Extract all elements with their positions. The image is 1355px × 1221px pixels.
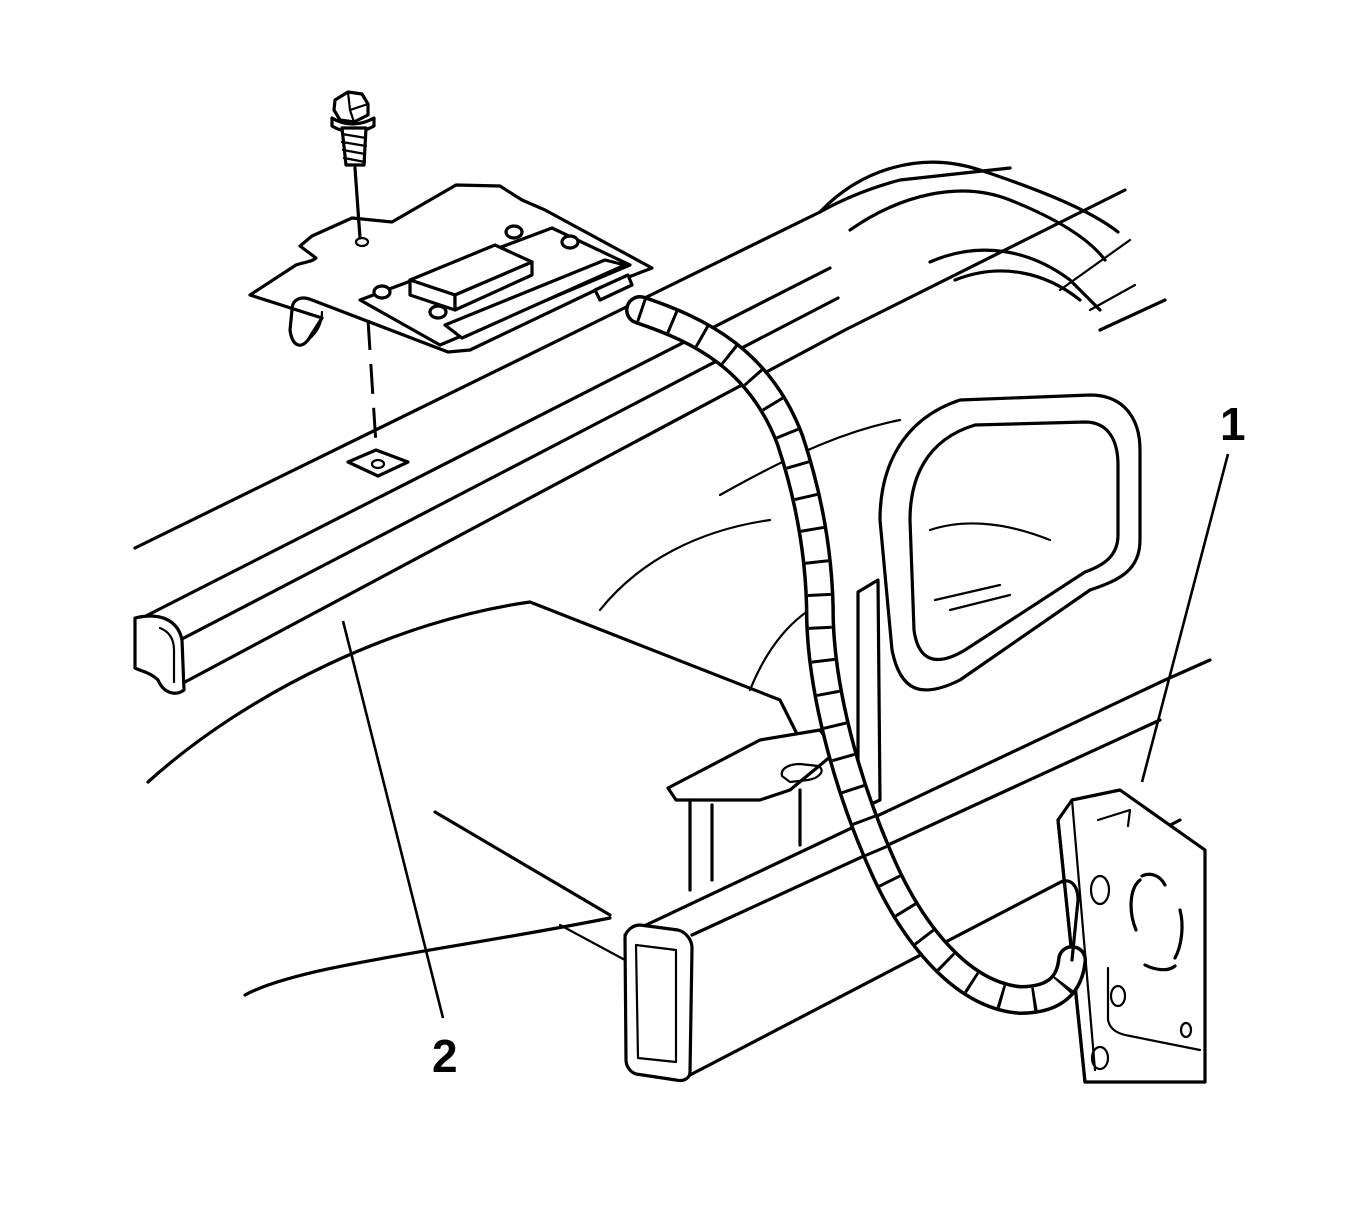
alignment-guide (346, 319, 410, 478)
upper-frame-rail (133, 166, 1127, 695)
mounting-bracket (666, 578, 882, 892)
wiring-harness (625, 295, 1087, 1016)
callout-2: 2 (341, 620, 458, 1082)
loop-bracket (878, 393, 1142, 692)
callout-1: 1 (1140, 398, 1246, 783)
rear-bow-structure (818, 160, 1167, 332)
side-mounting-plate (1056, 788, 1207, 1084)
body-panels (146, 418, 902, 997)
control-module (358, 224, 634, 347)
callout-2-label: 2 (432, 1030, 458, 1082)
callout-1-label: 1 (1220, 398, 1246, 450)
bolt-icon (330, 90, 376, 248)
